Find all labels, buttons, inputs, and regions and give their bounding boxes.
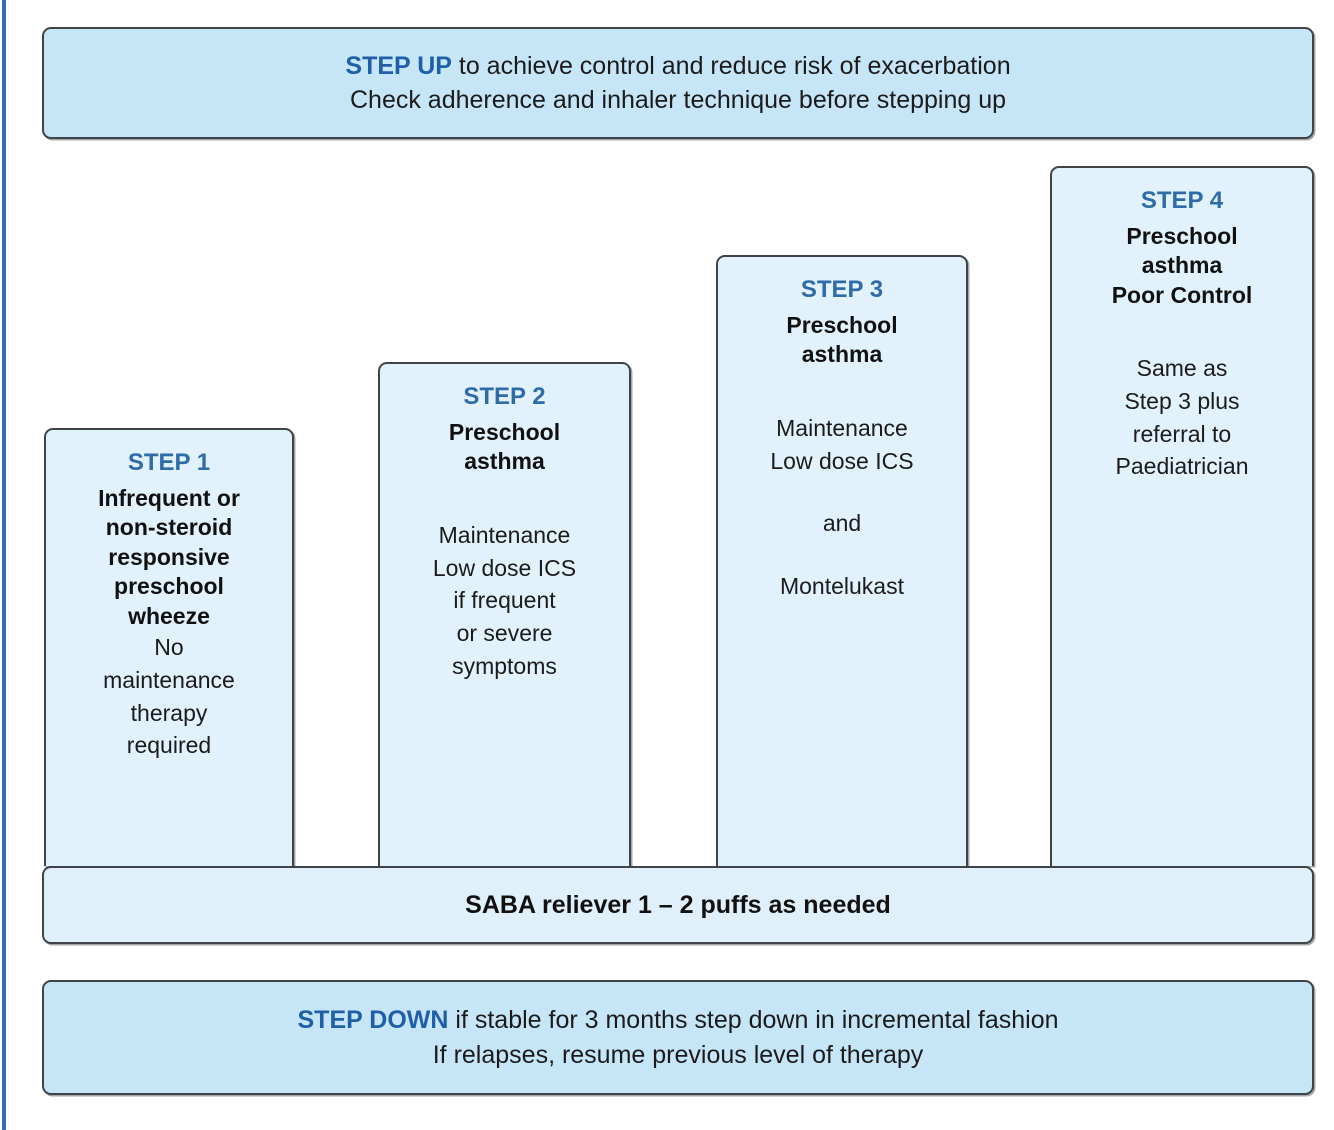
- step-2-body-line-1: Maintenance: [438, 521, 571, 548]
- step-4-subtitle-line-1: Preschool: [1126, 223, 1238, 249]
- step-2-title: STEP 2: [463, 383, 546, 410]
- step-down-lead-label: STEP DOWN: [297, 1006, 449, 1034]
- step-3-body-line-1: Maintenance: [776, 414, 908, 441]
- step-column-4[interactable]: STEP 4 Preschool asthma Poor Control Sam…: [1050, 166, 1314, 866]
- step-1-body-line-2: maintenance: [103, 666, 235, 693]
- step-1-body-line-1: No: [154, 634, 184, 661]
- step-1-subtitle-line-3: responsive: [108, 543, 230, 570]
- step-4-body-line-4: Paediatrician: [1115, 453, 1249, 480]
- step-2-body-line-2: Low dose ICS: [432, 554, 577, 581]
- step-3-subtitle-line-1: Preschool: [786, 312, 898, 338]
- step-4-body-line-1: Same as: [1136, 355, 1228, 382]
- step-2-subtitle-line-2: asthma: [464, 448, 545, 475]
- step-1-body-line-3: therapy: [130, 699, 208, 726]
- step-4-subtitle-line-2: asthma: [1141, 252, 1223, 279]
- step-2-subtitle-line-1: Preschool: [448, 419, 561, 445]
- step-1-subtitle-line-1: Infrequent or: [98, 485, 240, 511]
- step-1-body-line-4: required: [126, 732, 212, 759]
- step-1-subtitle-line-5: wheeze: [128, 602, 210, 629]
- page-left-rule: [2, 0, 6, 1130]
- step-up-line-2: Check adherence and inhaler technique be…: [349, 86, 1007, 114]
- step-up-banner: STEP UP to achieve control and reduce ri…: [42, 27, 1314, 139]
- saba-reliever-label: SABA reliever 1 – 2 puffs as needed: [465, 890, 891, 919]
- step-4-body-line-2: Step 3 plus: [1124, 387, 1240, 414]
- step-1-subtitle-line-2: non-steroid: [105, 514, 233, 541]
- step-column-1[interactable]: STEP 1 Infrequent or non-steroid respons…: [44, 428, 294, 866]
- step-2-body-line-5: symptoms: [452, 652, 557, 679]
- step-column-2[interactable]: STEP 2 Preschool asthma Maintenance Low …: [378, 362, 631, 866]
- step-4-title: STEP 4: [1140, 187, 1224, 214]
- step-down-line-1: STEP DOWN if stable for 3 months step do…: [298, 1003, 1059, 1038]
- step-up-line-1-text: to achieve control and reduce risk of ex…: [451, 51, 1011, 80]
- step-4-body-line-3: referral to: [1132, 420, 1232, 447]
- step-3-body-line-4: and: [822, 510, 862, 537]
- step-down-banner: STEP DOWN if stable for 3 months step do…: [42, 980, 1314, 1095]
- step-column-3[interactable]: STEP 3 Preschool asthma Maintenance Low …: [716, 255, 968, 866]
- step-3-subtitle-line-2: asthma: [801, 341, 883, 368]
- step-3-body-line-6: Montelukast: [779, 572, 904, 599]
- step-1-subtitle-line-4: preschool: [114, 573, 224, 600]
- step-4-subtitle-line-3: Poor Control: [1111, 281, 1253, 308]
- step-down-line-2: If relapses, resume previous level of th…: [432, 1040, 924, 1069]
- step-up-line-1: STEP UP to achieve control and reduce ri…: [345, 49, 1010, 84]
- step-down-line-1-text: if stable for 3 months step down in incr…: [448, 1006, 1059, 1034]
- step-2-body-line-3: if frequent: [453, 587, 556, 614]
- step-up-lead-label: STEP UP: [345, 51, 452, 80]
- step-3-title: STEP 3: [800, 276, 884, 303]
- saba-reliever-bar: SABA reliever 1 – 2 puffs as needed: [42, 866, 1314, 944]
- step-2-body-line-4: or severe: [456, 619, 553, 646]
- step-1-title: STEP 1: [127, 449, 211, 476]
- step-3-body-line-2: Low dose ICS: [770, 447, 914, 474]
